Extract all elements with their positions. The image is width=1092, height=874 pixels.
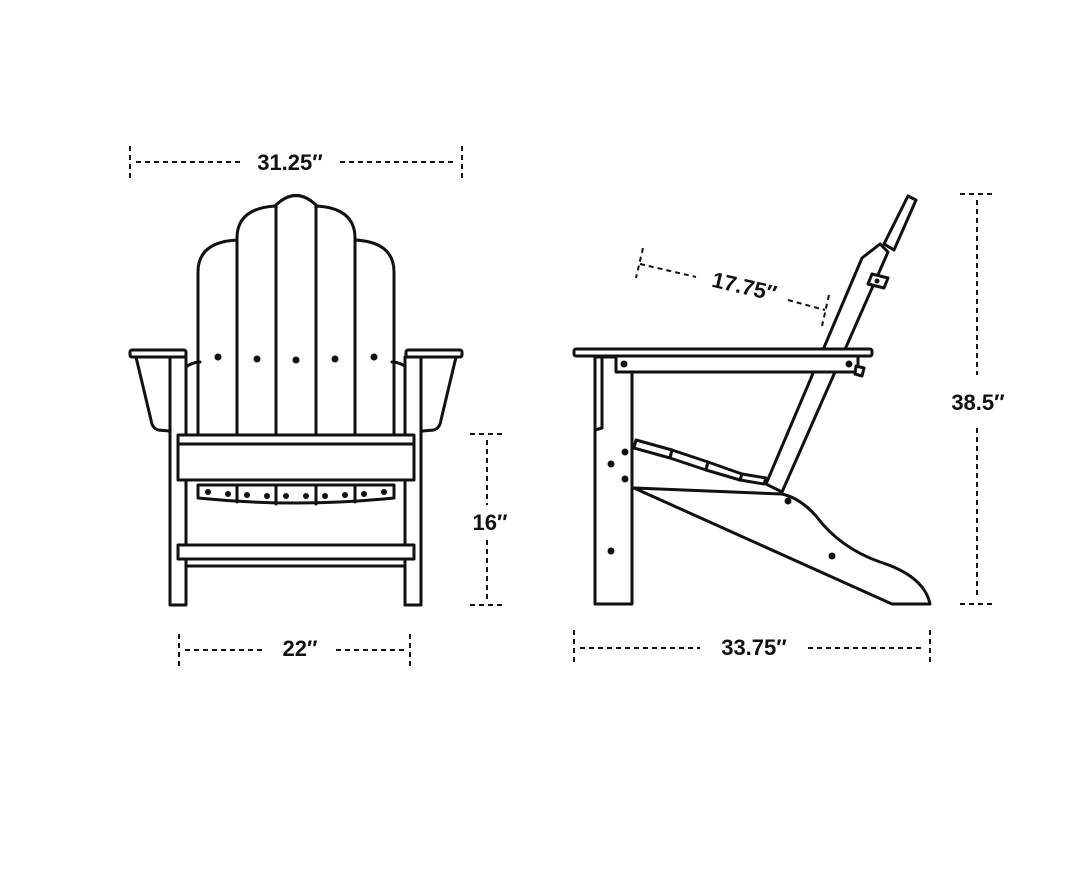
back-slat-2 (235, 204, 278, 442)
side-seat-slat-3 (704, 460, 744, 482)
dim-seat-height: 16″ (470, 433, 508, 606)
side-arm (572, 347, 874, 358)
side-back-top (882, 194, 918, 252)
dim-side-depth: 33.75″ (573, 630, 931, 664)
front-view (128, 194, 464, 607)
side-arm-support (614, 354, 860, 374)
dim-label-overall-height: 38.5″ (951, 390, 1005, 415)
dim-front-seat-width: 22″ (178, 634, 411, 668)
dim-label-seat-height: 16″ (472, 510, 507, 535)
dim-label-back-length: 17.75″ (710, 267, 780, 306)
dim-front-width: 31.25″ (129, 146, 463, 180)
dim-label-seat-width: 22″ (282, 636, 317, 661)
side-view (572, 194, 932, 606)
dim-overall-height: 38.5″ (951, 193, 1005, 605)
side-seat-slat-1 (632, 438, 674, 460)
side-base-runner (632, 486, 932, 606)
front-seat (196, 483, 396, 505)
back-slat-4 (314, 204, 357, 442)
dim-back-length: 17.75″ (635, 247, 830, 327)
back-slat-5 (353, 238, 396, 442)
back-slat-3 (274, 194, 318, 442)
back-slat-1 (196, 238, 239, 442)
right-arm (404, 348, 464, 359)
front-back-slats (196, 194, 396, 442)
dim-label-side-depth: 33.75″ (721, 635, 787, 660)
front-apron (176, 433, 416, 482)
dim-label-front-width: 31.25″ (257, 150, 323, 175)
front-stretcher (176, 543, 416, 561)
left-arm (128, 348, 188, 359)
side-seat-slat-2 (668, 448, 710, 472)
side-seat-slat-4 (738, 472, 768, 486)
